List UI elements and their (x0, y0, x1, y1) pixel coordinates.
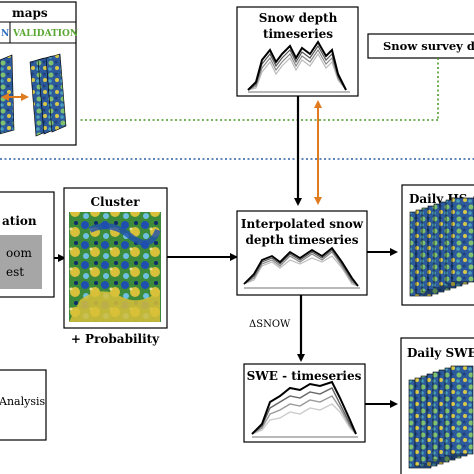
interpolated-plot (243, 246, 360, 289)
daily-hs-map-stack (409, 197, 474, 297)
random-forest-line-1: oom (6, 246, 32, 260)
daily-swe-box: Daily SWE- (400, 337, 474, 474)
analysis-label: Analysis (0, 395, 45, 408)
analysis-box: Analysis (0, 369, 47, 441)
interpolated-title-1: Interpolated snow (241, 217, 364, 231)
validation-dotted-green (78, 58, 439, 121)
snow-depth-box: Snow depth timeseries (236, 6, 359, 97)
snow-survey-box: Snow survey da (367, 33, 474, 59)
snow-depth-title-2: timeseries (263, 27, 333, 41)
daily-swe-map-stack (408, 365, 474, 469)
random-forest-line-2: est (6, 265, 24, 279)
swe-title: SWE - timeseries (247, 369, 362, 383)
maps-box: maps N VALIDATION (0, 1, 78, 146)
swe-plot (251, 380, 358, 438)
interpolated-box: Interpolated snow depth timeseries (236, 210, 368, 296)
maps-thumbnail (0, 53, 67, 137)
cluster-caption: + Probability (71, 332, 160, 346)
maps-title: maps (12, 6, 48, 20)
interpolated-title-2: depth timeseries (246, 233, 359, 247)
cluster-title: Cluster (90, 195, 140, 209)
daily-swe-title: Daily SWE- (407, 346, 474, 360)
cluster-box: Cluster + Probability (63, 187, 168, 346)
maps-validation-label: VALIDATION (12, 29, 78, 39)
delta-snow-label: ΔSNOW (249, 319, 291, 330)
snow-depth-plot (247, 40, 350, 93)
snow-depth-title-1: Snow depth (259, 11, 338, 25)
classification-box: ation oom est (0, 191, 55, 298)
daily-hs-box: Daily HS-m (401, 184, 474, 306)
maps-split-left: N (1, 29, 9, 39)
snow-survey-label: Snow survey da (383, 39, 474, 53)
swe-box: SWE - timeseries (243, 363, 366, 443)
random-forest-block (0, 235, 42, 289)
classification-title: ation (2, 214, 37, 228)
